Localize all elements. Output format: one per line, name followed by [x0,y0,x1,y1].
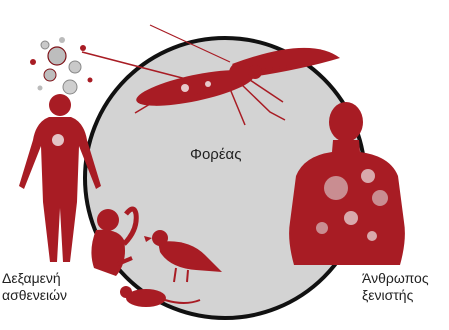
reservoir-label-line2: ασθενειών [2,287,67,304]
virus-particles-icon [30,37,93,94]
vector-label: Φορέας [190,146,241,163]
reservoir-label: Δεξαμενή ασθενειών [2,270,67,304]
human-host-label-line2: ξενιστής [362,287,429,304]
human-host-label-line1: Άνθρωπος [362,270,429,287]
reservoir-label-line1: Δεξαμενή [2,270,67,287]
human-host-label: Άνθρωπος ξενιστής [362,270,429,304]
